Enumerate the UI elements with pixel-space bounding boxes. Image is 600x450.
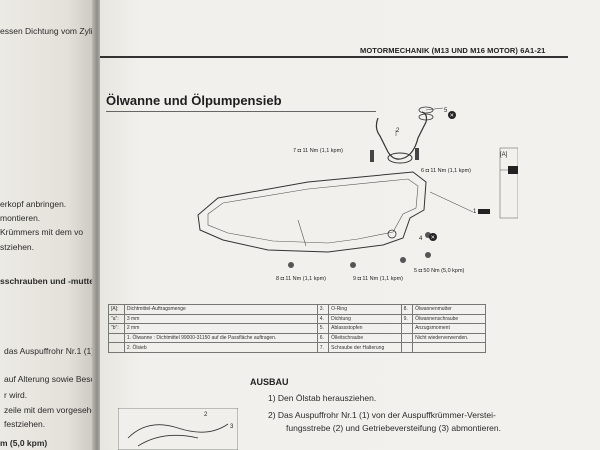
table-cell: 3 mm bbox=[123, 313, 318, 325]
table-cell bbox=[400, 342, 414, 353]
left-page-line: festziehen. bbox=[4, 419, 46, 429]
torque-8-label: 8 ◘ 11 Nm (1,1 kpm) bbox=[276, 276, 326, 282]
table-cell: 9. bbox=[400, 313, 414, 325]
sealant-icon bbox=[478, 209, 490, 214]
ausbau-step-1: 1) Den Ölstab herausziehen. bbox=[268, 393, 377, 403]
ausbau-step-2: 2) Das Auspuffrohr Nr.1 (1) von der Ausp… bbox=[268, 410, 496, 420]
table-cell: 1. Ölwanne : Dichtmittel 99000-31150 auf… bbox=[123, 332, 318, 344]
oil-pan-diagram: 5 ✕ 2 1 4 ✕ 7 ◘ 11 Nm (1,1 kpm) 6 ◘ 11 N… bbox=[197, 106, 518, 282]
callout-1: 1 bbox=[473, 209, 477, 215]
table-cell: "b": bbox=[108, 323, 125, 334]
torque-9-label: 9 ◘ 11 Nm (1,1 kpm) bbox=[353, 276, 403, 282]
table-cell: Schraube der Halterung bbox=[328, 342, 402, 353]
svg-text:✕: ✕ bbox=[450, 113, 455, 119]
right-page: MOTORMECHANIK (M13 UND M16 MOTOR) 6A1-21… bbox=[100, 0, 600, 450]
table-cell: 4. bbox=[316, 313, 330, 325]
svg-text:2: 2 bbox=[204, 412, 208, 418]
table-cell: 6. bbox=[316, 332, 330, 344]
table-cell bbox=[108, 342, 125, 353]
table-cell bbox=[412, 342, 486, 353]
table-cell: "a": bbox=[108, 313, 125, 325]
oil-strainer bbox=[375, 111, 428, 160]
table-cell: Ablassstopfen bbox=[328, 323, 402, 334]
table-cell: Ölwannenmutter bbox=[412, 304, 486, 315]
book-gutter bbox=[92, 0, 102, 450]
detail-a-box bbox=[499, 147, 518, 219]
left-page-line: auf Alterung sowie Besc bbox=[4, 374, 95, 384]
table-cell: Ölleitschraube bbox=[328, 332, 402, 344]
table-cell: 2 mm bbox=[123, 323, 318, 334]
table-cell: 5. bbox=[316, 323, 330, 334]
svg-text:[A]: [A] bbox=[500, 152, 508, 158]
title-underline bbox=[106, 111, 376, 112]
left-page-line: stziehen. bbox=[0, 242, 35, 252]
torque-7-label: 7 ◘ 11 Nm (1,1 kpm) bbox=[293, 148, 343, 154]
svg-text:3: 3 bbox=[230, 424, 234, 430]
left-page-line: essen Dichtung vom Zylin bbox=[0, 26, 96, 36]
ausbau-heading: AUSBAU bbox=[250, 377, 289, 387]
table-cell: O-Ring bbox=[328, 304, 402, 315]
oil-pan-outline bbox=[197, 171, 427, 253]
table-cell bbox=[108, 332, 125, 344]
table-cell: 2. Ölsieb bbox=[123, 342, 318, 353]
table-cell bbox=[400, 332, 414, 344]
table-row: 1. Ölwanne : Dichtmittel 99000-31150 auf… bbox=[108, 332, 486, 344]
table-cell: Ölwannenschraube bbox=[412, 313, 486, 325]
section-title: Ölwanne und Ölpumpensieb bbox=[106, 93, 282, 108]
no-reuse-icon bbox=[448, 111, 456, 119]
header-rule bbox=[100, 56, 568, 58]
table-cell: Dichtmittel-Auftragsmenge bbox=[123, 304, 318, 315]
table-cell: Dichtung bbox=[328, 313, 402, 325]
table-cell: Anzugsmoment bbox=[412, 323, 486, 334]
table-cell bbox=[400, 323, 414, 334]
svg-text:4: 4 bbox=[419, 236, 423, 242]
left-page-line: erkopf anbringen. bbox=[0, 199, 67, 209]
left-page-line: sschrauben und -mutte bbox=[0, 276, 94, 286]
left-page-line: das Auspuffrohr Nr.1 (1) v bbox=[4, 346, 96, 356]
torque-5b-label: 5 ◘ 50 Nm (5,0 kpm) bbox=[414, 268, 465, 274]
table-cell: 7. bbox=[316, 342, 330, 353]
left-page-line: zeile mit dem vorgesehe bbox=[4, 405, 96, 415]
ausbau-step-2-cont: fungsstrebe (2) und Getriebeversteifung … bbox=[286, 423, 501, 433]
exhaust-diagram: 2 3 bbox=[118, 408, 238, 450]
callout-5-top: 5 bbox=[444, 108, 448, 114]
table-cell: [A]: bbox=[108, 304, 125, 315]
left-page-line: r wird. bbox=[4, 390, 28, 400]
oil-pan-inner bbox=[207, 178, 419, 244]
table-cell: 8. bbox=[400, 304, 414, 315]
page-header: MOTORMECHANIK (M13 UND M16 MOTOR) 6A1-21 bbox=[360, 46, 546, 55]
left-page-line: montieren. bbox=[0, 213, 41, 223]
torque-5-label: 6 ◘ 11 Nm (1,1 kpm) bbox=[421, 168, 471, 174]
left-page: essen Dichtung vom Zylin erkopf anbringen… bbox=[0, 0, 96, 450]
table-cell: 3. bbox=[316, 304, 330, 315]
svg-text:2: 2 bbox=[396, 128, 400, 134]
left-page-line: m (5,0 kpm) bbox=[0, 438, 48, 448]
svg-text:✕: ✕ bbox=[431, 235, 436, 241]
left-page-line: Krümmers mit dem vo bbox=[0, 227, 84, 237]
table-cell: Nicht wiederverwenden. bbox=[412, 332, 486, 344]
